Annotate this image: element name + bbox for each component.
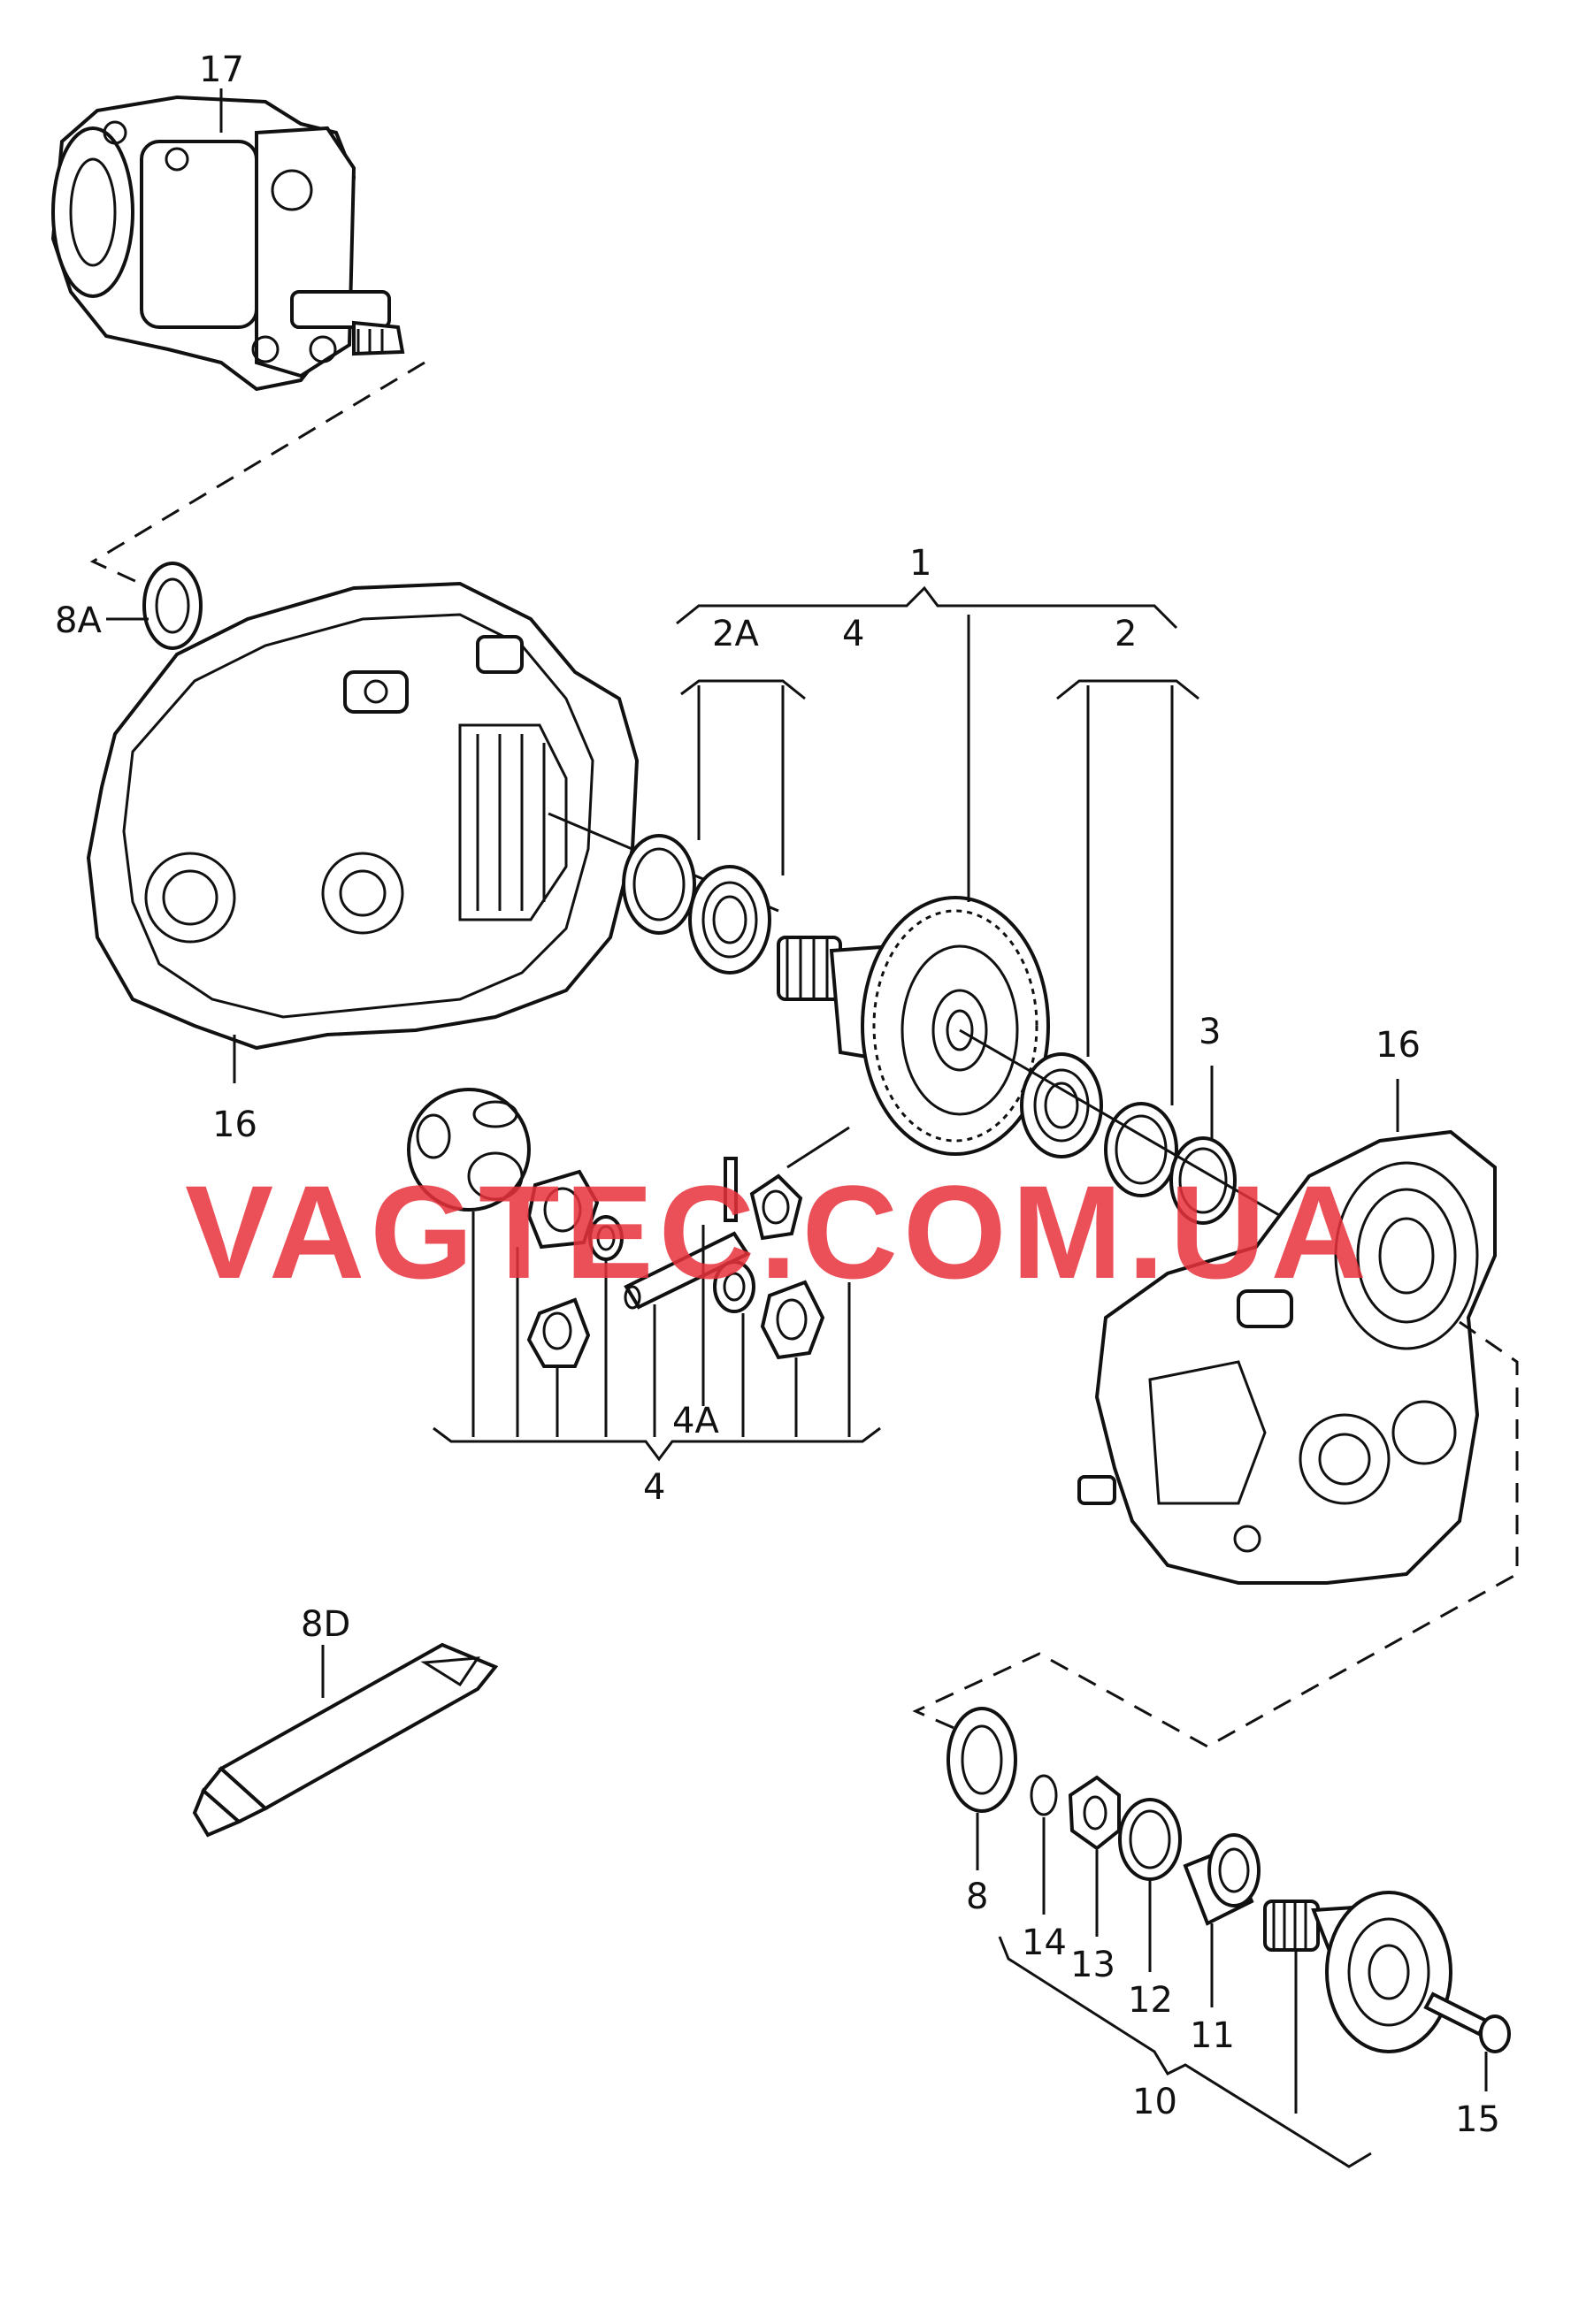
part-8d-sealant-tube [192, 1642, 499, 1838]
callout-4-top: 4 [842, 614, 864, 654]
part-2a-bearing-set [622, 834, 771, 975]
callout-16-left: 16 [212, 1105, 257, 1145]
callout-4-bottom: 4 [643, 1467, 665, 1508]
callout-2: 2 [1115, 614, 1137, 654]
callout-17: 17 [199, 50, 244, 90]
part-4-differential-internals [407, 1088, 850, 1368]
bracket-4-bottom [433, 1426, 881, 1462]
bracket-10 [998, 1936, 1372, 2168]
part-12-bearing-race [1118, 1798, 1182, 1972]
part-16-gearbox-housing-left [86, 581, 640, 1083]
part-13-nut [1068, 1775, 1121, 1937]
callout-11: 11 [1190, 2015, 1235, 2056]
part-15-bolt [1423, 1991, 1511, 2091]
part-drive-flange [1263, 1891, 1452, 2114]
part-2-bearing-set [1020, 1052, 1178, 1197]
callout-8a: 8A [55, 600, 102, 641]
callout-14: 14 [1022, 1923, 1067, 1963]
part-14-circlip [1030, 1774, 1058, 1915]
callout-3: 3 [1199, 1012, 1221, 1052]
watermark-text: VAGTEC.COM.UA [185, 1158, 1372, 1306]
part-11-taper-bearing [1183, 1833, 1261, 2007]
bracket-2 [1056, 679, 1199, 700]
part-1-differential-crown-gear [777, 896, 1050, 1156]
bracket-1 [676, 585, 1178, 630]
callout-1: 1 [909, 543, 931, 584]
callout-2a: 2A [712, 614, 759, 654]
bracket-2a [680, 679, 806, 700]
callout-4a: 4A [672, 1401, 719, 1441]
callout-15: 15 [1455, 2099, 1500, 2140]
part-17-angle-drive [50, 95, 405, 392]
callout-8d: 8D [301, 1604, 350, 1645]
part-16-gearbox-housing-right [1077, 1079, 1497, 1585]
callout-13: 13 [1070, 1945, 1115, 1985]
callout-16-right: 16 [1376, 1025, 1421, 1066]
part-8-seal [946, 1707, 1017, 1870]
callout-10: 10 [1132, 2082, 1177, 2122]
assembly-line-16-to-lower [912, 1320, 1519, 1748]
callout-12: 12 [1128, 1980, 1173, 2021]
callout-8: 8 [966, 1877, 988, 1917]
assembly-line-17-to-8a [89, 361, 425, 590]
part-8a-seal [106, 562, 203, 650]
part-3-shim [1169, 1136, 1237, 1225]
